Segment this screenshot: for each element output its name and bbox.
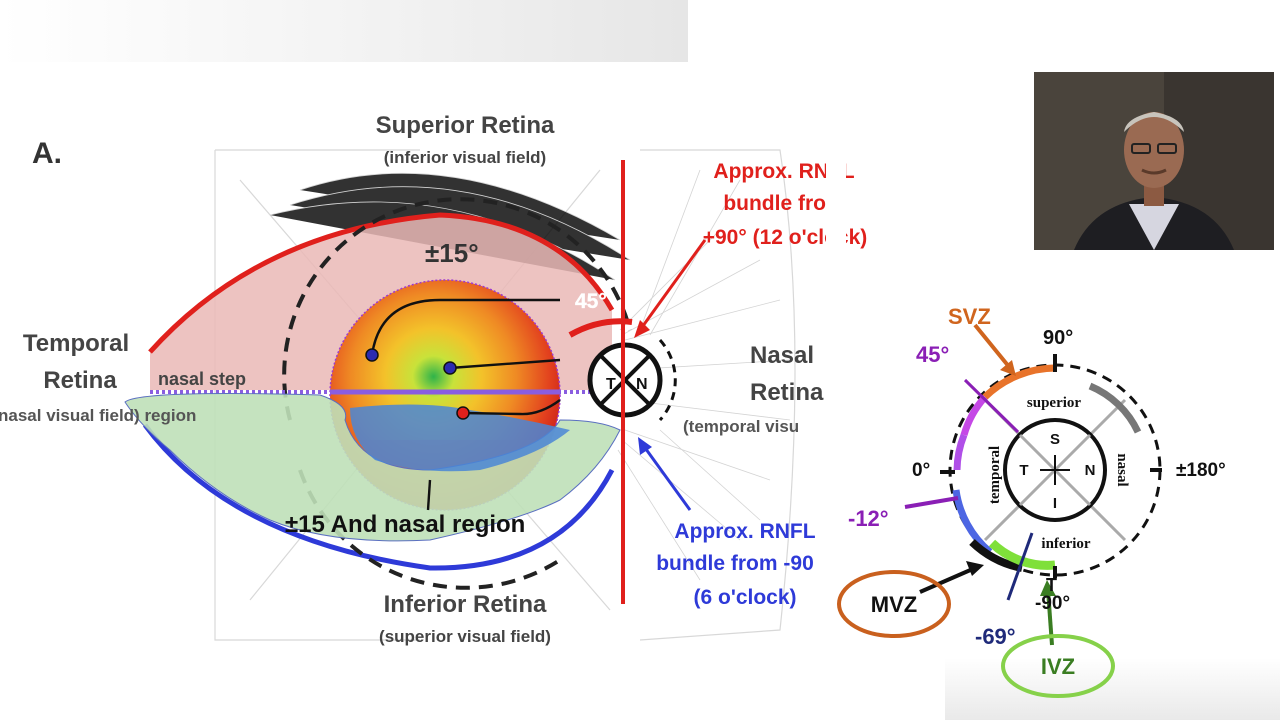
angle-90-label: 90° — [1043, 327, 1073, 349]
disc-zone-diagram — [837, 323, 1162, 698]
rnfl-inferior-line-2: bundle from -90 — [656, 552, 814, 575]
disc-n-quadrant-label: N — [1085, 462, 1096, 479]
nasal-step-label: nasal step — [158, 369, 246, 389]
nasal-sector-label: nasal — [1114, 453, 1130, 486]
inferior-rnfl-boundary — [142, 423, 615, 571]
figure-crop-edge — [826, 140, 846, 660]
nasal-retina-title-2: Retina — [750, 379, 824, 406]
angle-180-label: ±180° — [1176, 460, 1226, 481]
overlay-caption: ±15 And nasal region — [285, 511, 525, 538]
pm15-label: ±15° — [425, 238, 479, 268]
angle-45-disc-label: 45° — [916, 342, 949, 367]
fiber-dot-3 — [456, 406, 470, 420]
webcam-video-thumbnail[interactable] — [1034, 72, 1274, 250]
superior-rnfl-boundary — [148, 212, 615, 354]
ivz-label: IVZ — [1041, 654, 1075, 679]
disc-s-label: S — [1050, 431, 1060, 448]
angle-minus-90-label: -90° — [1035, 593, 1070, 614]
rnfl-inferior-line-1: Approx. RNFL — [674, 520, 815, 543]
presenter-image — [1034, 72, 1274, 250]
fiber-dot-1 — [365, 348, 379, 362]
temporal-retina-title-1: Temporal — [23, 330, 129, 357]
nasal-retina-subtitle: (temporal visu — [683, 417, 799, 436]
inferior-retina-title: Inferior Retina — [384, 591, 547, 618]
disc-t-label: T — [606, 376, 616, 393]
angle-0-label: 0° — [912, 460, 930, 481]
rnfl-inferior-arrow — [638, 437, 692, 511]
angle-45-label: 45° — [575, 290, 607, 313]
inferior-sector-label: inferior — [1041, 536, 1090, 552]
t-mark-label: T — [1046, 575, 1057, 595]
blue-overlay-band — [350, 404, 570, 472]
fiber-trajectories — [370, 298, 561, 511]
slide-top-banner — [0, 0, 688, 62]
fiber-dot-2 — [443, 361, 457, 375]
superior-sector-label: superior — [1027, 395, 1082, 411]
mvz-label: MVZ — [871, 592, 917, 617]
angle-minus-12-label: -12° — [848, 506, 889, 531]
green-overlay-region — [124, 393, 621, 542]
svz-label: SVZ — [948, 304, 991, 329]
temporal-retina-title-2: Retina — [43, 367, 117, 394]
fifteen-degree-arc — [282, 197, 632, 421]
panel-label: A. — [32, 137, 62, 170]
superior-retina-subtitle: (inferior visual field) — [384, 148, 546, 167]
disc-n-label: N — [636, 376, 648, 393]
inferior-retina-subtitle: (superior visual field) — [379, 627, 551, 646]
rnfl-superior-arrow — [634, 239, 707, 338]
disc-i-label: I — [1053, 495, 1057, 512]
temporal-sector-label: temporal — [987, 446, 1003, 504]
nasal-retina-title-1: Nasal — [750, 342, 814, 369]
disc-t-quadrant-label: T — [1019, 462, 1028, 479]
rnfl-superior-line-1: Approx. RNFL — [713, 160, 854, 183]
temporal-retina-subtitle: nasal visual field) region — [0, 406, 196, 425]
rnfl-inferior-line-3: (6 o'clock) — [693, 586, 796, 609]
superior-retina-title: Superior Retina — [376, 112, 555, 139]
angle-minus-69-label: -69° — [975, 624, 1016, 649]
rnfl-superior-line-2: bundle from — [723, 192, 844, 215]
